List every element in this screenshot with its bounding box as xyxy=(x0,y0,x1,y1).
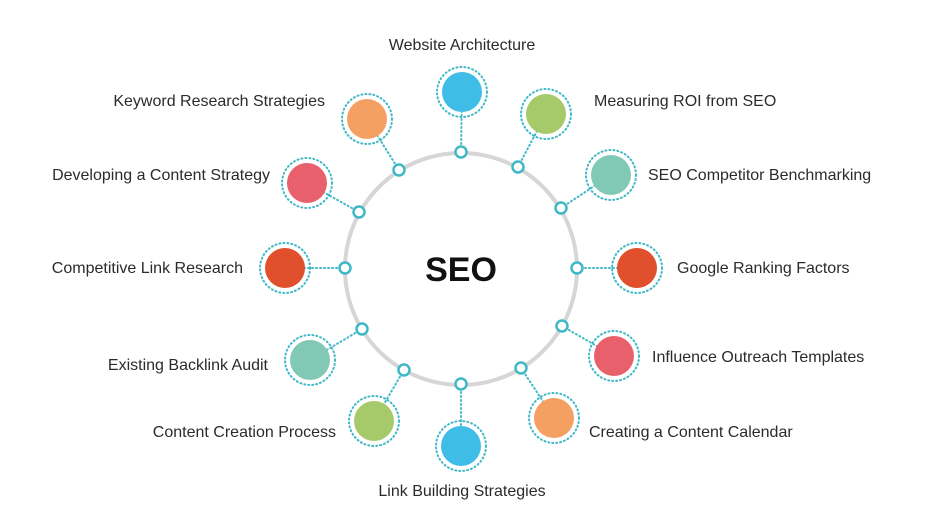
node-halo xyxy=(341,93,393,145)
node-label: Website Architecture xyxy=(389,37,536,54)
node-label: Existing Backlink Audit xyxy=(108,357,269,374)
node-circle xyxy=(290,340,330,380)
ring-connector-dot xyxy=(570,261,584,275)
node-circle xyxy=(354,401,394,441)
ring-connector-dot xyxy=(338,261,352,275)
node-circle xyxy=(287,163,327,203)
ring-connector-dot xyxy=(514,361,528,375)
node-label: Developing a Content Strategy xyxy=(52,167,270,184)
node-label: Content Creation Process xyxy=(153,424,336,441)
diagram-node: Existing Backlink Audit xyxy=(108,322,369,386)
node-label: Creating a Content Calendar xyxy=(589,424,793,441)
node-halo xyxy=(611,242,663,294)
node-label: SEO Competitor Benchmarking xyxy=(648,167,871,184)
ring-connector-dot xyxy=(454,377,468,391)
diagram-node: Creating a Content Calendar xyxy=(514,361,793,444)
node-halo xyxy=(528,392,580,444)
node-circle xyxy=(441,426,481,466)
node-label: Influence Outreach Templates xyxy=(652,349,864,366)
node-halo xyxy=(259,242,311,294)
diagram-node: Google Ranking Factors xyxy=(570,242,850,294)
ring-connector-dot xyxy=(554,201,568,215)
ring-connector-dot xyxy=(352,205,366,219)
node-label: Link Building Strategies xyxy=(378,483,545,500)
diagram-node: Competitive Link Research xyxy=(52,242,352,294)
node-circle xyxy=(617,248,657,288)
ring-connector-dot xyxy=(454,145,468,159)
node-halo xyxy=(284,334,336,386)
node-halo xyxy=(520,88,572,140)
node-label: Google Ranking Factors xyxy=(677,260,850,277)
ring-connector-dot xyxy=(555,319,569,333)
node-circle xyxy=(265,248,305,288)
node-circle xyxy=(442,72,482,112)
node-halo xyxy=(585,149,637,201)
node-halo xyxy=(348,395,400,447)
diagram-node: SEO Competitor Benchmarking xyxy=(554,149,871,215)
node-label: Competitive Link Research xyxy=(52,260,243,277)
diagram-node: Website Architecture xyxy=(389,37,536,159)
node-label: Measuring ROI from SEO xyxy=(594,93,776,110)
diagram-node: Developing a Content Strategy xyxy=(52,157,366,219)
ring-connector-dot xyxy=(397,363,411,377)
node-label: Keyword Research Strategies xyxy=(113,93,325,110)
node-halo xyxy=(588,330,640,382)
ring-connector-dot xyxy=(355,322,369,336)
node-circle xyxy=(594,336,634,376)
ring-connector-dot xyxy=(392,163,406,177)
ring-connector-dot xyxy=(511,160,525,174)
diagram-node: Content Creation Process xyxy=(153,363,411,447)
diagram-node: Link Building Strategies xyxy=(378,377,546,500)
node-circle xyxy=(534,398,574,438)
node-halo xyxy=(436,66,488,118)
diagram-node: Measuring ROI from SEO xyxy=(511,88,776,174)
diagram-node: Keyword Research Strategies xyxy=(113,93,406,177)
node-halo xyxy=(435,420,487,472)
center-label: SEO xyxy=(425,251,497,289)
diagram-node: Influence Outreach Templates xyxy=(555,319,864,382)
node-circle xyxy=(347,99,387,139)
node-circle xyxy=(526,94,566,134)
node-circle xyxy=(591,155,631,195)
node-halo xyxy=(281,157,333,209)
